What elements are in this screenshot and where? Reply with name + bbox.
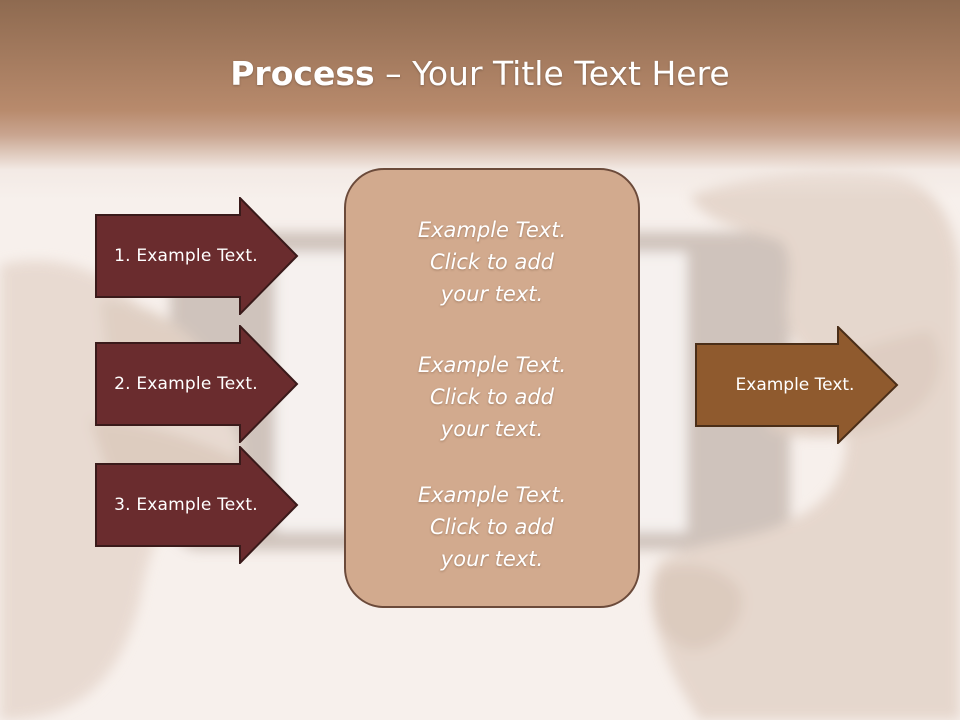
step-label-1: 1. Example Text. [114,246,258,266]
title-separator: – [374,54,413,93]
center-text-box[interactable]: Example Text. Click to add your text. Ex… [344,168,640,608]
title-bold: Process [230,54,375,93]
center-line: your text. [440,282,544,306]
step-label-2: 2. Example Text. [114,374,258,394]
step-arrow-2[interactable]: 2. Example Text. [95,325,300,443]
center-line: Click to add [429,515,554,539]
title-band [0,0,960,200]
center-line: Example Text. [417,483,567,507]
step-label-3: 3. Example Text. [114,495,258,515]
center-line: Click to add [429,250,554,274]
slide-title: Process – Your Title Text Here [0,52,960,96]
center-line: your text. [440,547,544,571]
step-arrow-1[interactable]: 1. Example Text. [95,197,300,315]
center-line: Example Text. [417,353,567,377]
center-text-block-2: Example Text. Click to add your text. [346,349,638,445]
result-arrow[interactable]: Example Text. [695,326,900,444]
arrow-right-icon [695,326,899,444]
center-text-block-1: Example Text. Click to add your text. [346,214,638,310]
center-line: your text. [440,417,544,441]
arrow-right-icon [95,446,299,564]
center-line: Click to add [429,385,554,409]
step-arrow-3[interactable]: 3. Example Text. [95,446,300,564]
title-rest: Your Title Text Here [412,54,730,93]
arrow-right-icon [95,197,299,315]
center-text-block-3: Example Text. Click to add your text. [346,479,638,575]
arrow-right-icon [95,325,299,443]
center-line: Example Text. [417,218,567,242]
result-label: Example Text. [735,375,855,395]
